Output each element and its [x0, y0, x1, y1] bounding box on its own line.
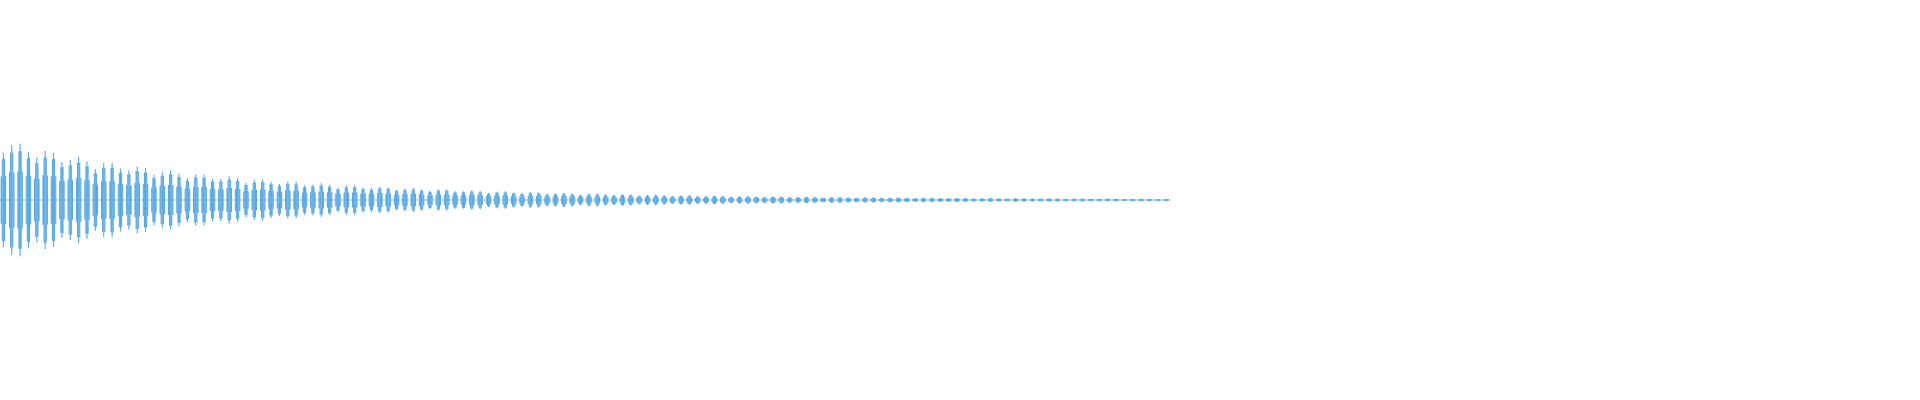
- waveform-pulses: [0, 143, 1171, 257]
